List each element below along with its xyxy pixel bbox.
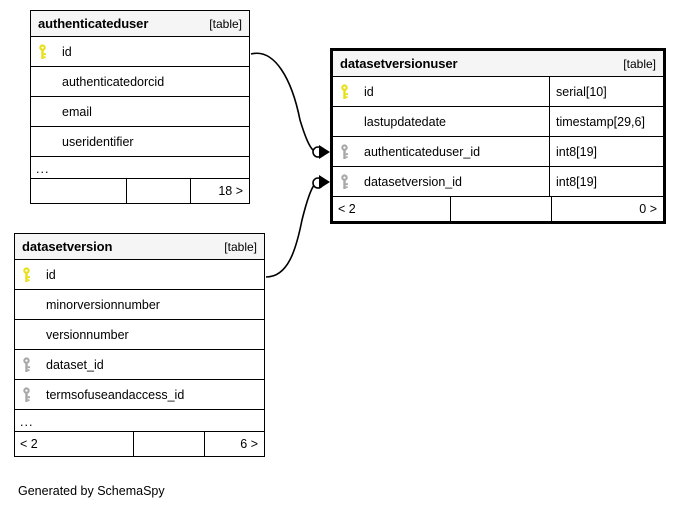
entity-footer-datasetversionuser: < 2 0 > [333, 197, 663, 221]
column-row[interactable]: versionnumber [15, 320, 264, 350]
footer-left-count[interactable]: < 2 [20, 437, 38, 451]
column-name-cell: authenticatedorcid [31, 67, 249, 96]
footer-middle-count [126, 179, 191, 203]
entity-header-datasetversionuser: datasetversionuser [table] [333, 51, 663, 77]
column-name: id [364, 84, 374, 99]
column-name-cell: id [15, 260, 264, 289]
column-name-cell: email [31, 97, 249, 126]
column-name-cell: minorversionnumber [15, 290, 264, 319]
column-name: useridentifier [62, 134, 134, 149]
column-row[interactable]: id [31, 37, 249, 67]
entity-header-authenticateduser: authenticateduser [table] [31, 11, 249, 37]
primary-key-icon [38, 43, 62, 60]
column-type: timestamp[29,6] [549, 107, 663, 136]
column-name: lastupdatedate [364, 114, 447, 129]
relationship-line [250, 52, 316, 153]
column-row[interactable]: id serial[10] [333, 77, 663, 107]
relationship-arrowhead [319, 145, 330, 159]
column-name-cell: authenticateduser_id [333, 137, 549, 166]
foreign-key-icon [22, 386, 46, 403]
entity-type-tag: [table] [224, 239, 257, 254]
column-row[interactable]: authenticatedorcid [31, 67, 249, 97]
entity-title: datasetversionuser [340, 56, 458, 71]
entity-header-datasetversion: datasetversion [table] [15, 234, 264, 260]
relationship-arrowhead [319, 175, 330, 189]
column-type: int8[19] [549, 137, 663, 166]
column-row[interactable]: dataset_id [15, 350, 264, 380]
column-name-cell: termsofuseandaccess_id [15, 380, 264, 409]
column-name: versionnumber [46, 327, 129, 342]
entity-title: authenticateduser [38, 16, 149, 31]
no-key-spacer [22, 327, 46, 343]
relationship-datasetversion-to-datasetversionuser [265, 175, 330, 278]
column-name-cell: versionnumber [15, 320, 264, 349]
column-name: authenticatedorcid [62, 74, 165, 89]
entity-footer-datasetversion: < 2 6 > [15, 432, 264, 456]
diagram-caption: Generated by SchemaSpy [18, 484, 165, 498]
column-row[interactable]: lastupdatedate timestamp[29,6] [333, 107, 663, 137]
column-row[interactable]: email [31, 97, 249, 127]
footer-left-count[interactable]: < 2 [338, 202, 356, 216]
column-name: email [62, 104, 92, 119]
no-key-spacer [340, 114, 364, 130]
column-row[interactable]: authenticateduser_id int8[19] [333, 137, 663, 167]
column-name: id [62, 44, 72, 59]
column-row[interactable]: termsofuseandaccess_id [15, 380, 264, 410]
cardinality-circle [312, 177, 324, 189]
relationship-authenticateduser-to-datasetversionuser [250, 52, 330, 159]
footer-left-count[interactable] [31, 179, 126, 203]
column-name: id [46, 267, 56, 282]
column-name-cell: useridentifier [31, 127, 249, 156]
entity-type-tag: [table] [623, 56, 656, 71]
foreign-key-icon [340, 143, 364, 160]
primary-key-icon [340, 83, 364, 100]
column-row[interactable]: useridentifier [31, 127, 249, 157]
foreign-key-icon [22, 356, 46, 373]
column-name: datasetversion_id [364, 174, 462, 189]
relationship-line [265, 183, 316, 278]
footer-right-count[interactable]: 6 > [240, 437, 258, 451]
more-columns-ellipsis: ... [36, 162, 50, 176]
column-name-cell: lastupdatedate [333, 107, 549, 136]
footer-right-count[interactable]: 18 > [218, 184, 243, 198]
column-row[interactable]: minorversionnumber [15, 290, 264, 320]
entity-table-authenticateduser[interactable]: authenticateduser [table] id authenticatedo… [30, 10, 250, 204]
more-columns-row: ... [15, 410, 264, 432]
column-name: minorversionnumber [46, 297, 160, 312]
column-type: int8[19] [549, 167, 663, 196]
primary-key-icon [22, 266, 46, 283]
no-key-spacer [22, 297, 46, 313]
cardinality-circle [312, 146, 324, 158]
no-key-spacer [38, 104, 62, 120]
footer-middle-count [450, 197, 552, 221]
column-name-cell: datasetversion_id [333, 167, 549, 196]
entity-title: datasetversion [22, 239, 113, 254]
entity-footer-authenticateduser: 18 > [31, 179, 249, 203]
column-name-cell: id [333, 77, 549, 106]
column-name-cell: dataset_id [15, 350, 264, 379]
column-name: termsofuseandaccess_id [46, 387, 185, 402]
column-row[interactable]: id [15, 260, 264, 290]
more-columns-row: ... [31, 157, 249, 179]
no-key-spacer [38, 134, 62, 150]
foreign-key-icon [340, 173, 364, 190]
column-name-cell: id [31, 37, 249, 66]
column-row[interactable]: datasetversion_id int8[19] [333, 167, 663, 197]
footer-right-count[interactable]: 0 > [639, 202, 657, 216]
entity-table-datasetversion[interactable]: datasetversion [table] id minorversionnumbe… [14, 233, 265, 457]
more-columns-ellipsis: ... [20, 415, 34, 429]
entity-type-tag: [table] [209, 16, 242, 31]
no-key-spacer [38, 74, 62, 90]
footer-middle-count [133, 432, 205, 456]
column-name: dataset_id [46, 357, 104, 372]
column-type: serial[10] [549, 77, 663, 106]
column-name: authenticateduser_id [364, 144, 481, 159]
